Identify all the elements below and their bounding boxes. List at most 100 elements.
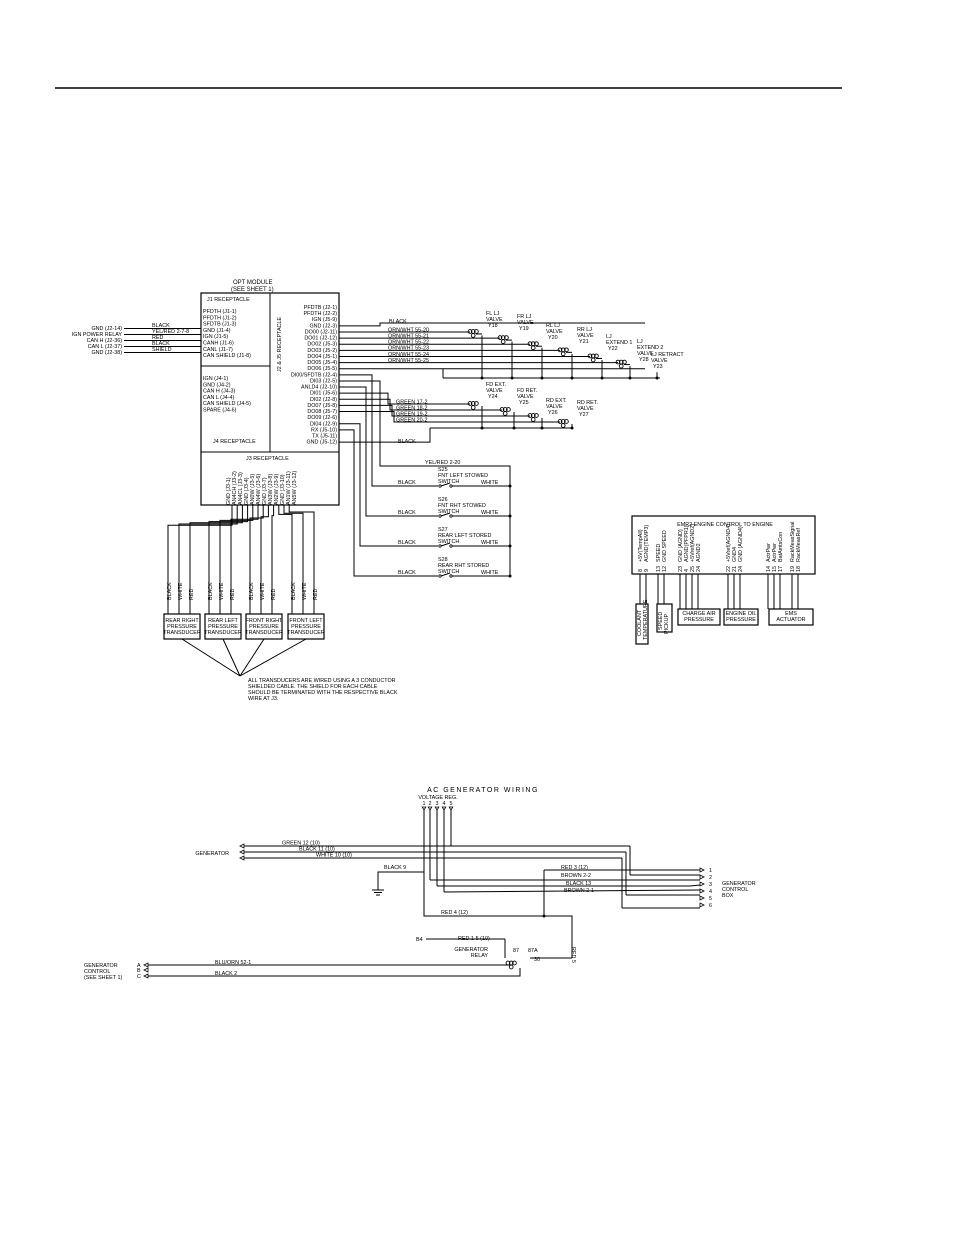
j2j5-pin-label: DO00 (J2-11) [305,329,337,335]
note-leader [239,638,265,677]
emr-box [631,515,816,575]
valve-id: Y20 [548,335,558,341]
transducer-wire [278,505,293,614]
gcb-pin: 4 [709,889,712,895]
transducer-wire-label: RED [230,589,236,600]
j3-pin-label: AN4CH (J3-2) [232,471,238,505]
transducer-wire-label: WHITE [219,582,225,600]
switch-contact-icon [438,484,442,488]
gcb-pin: 5 [709,896,712,902]
ext-valve-wire [339,398,502,411]
transducer-type: TRANSDUCER [163,630,201,636]
emr-pin-label: GND SPEED [662,530,668,562]
switch-contact-icon [438,574,442,578]
valve-name: RL LJ [546,323,560,329]
connector-pin-icon [699,874,705,880]
j3-pin-label: AN4CL (J3-3) [238,472,244,505]
coil-loop [560,423,566,428]
emr-pin-number: 24 [696,566,702,572]
j4-pin-label: CAN H (J4-3) [203,389,236,395]
transducer-wire-label: BLACK [208,582,214,600]
coil-loop [564,419,569,424]
emr-pin-number: 14 [766,566,772,572]
j1-external-label: GND (J2-14) [91,326,122,332]
coil-loop [622,359,627,365]
emr-pin-number: 12 [662,566,668,572]
sensor-type: PRESSURE [726,617,756,623]
control-pin: A [137,963,141,969]
j1-pin-label: PFDTH (J1-2) [203,315,237,321]
junction-dot [508,544,512,548]
coil-loop [470,333,476,338]
ac-title: AC GENERATOR WIRING [427,787,539,794]
transducer-wire [283,505,304,614]
valve-wire-label: ORN/WHT 55-22 [388,340,429,346]
blu-orn-label: BLU/ORN 52-1 [215,960,251,966]
emr-pin-label: RackMeasRef [796,528,802,562]
j2j5-pin-label: GND (J2-3) [309,323,337,329]
coil-loop [527,413,533,418]
junction-dot [508,484,512,488]
j4-pin-label: CAN L (J4-4) [203,395,234,401]
voltage-reg-pin: 4 [443,801,446,807]
control-pin: B [137,968,141,974]
coil-loop [618,363,624,369]
emr-pin-label: +5Vref(AGND2) [690,524,696,562]
connector-pin-icon [699,867,705,873]
transducer-type: PRESSURE [249,624,279,630]
emr-pin-label: GND (AGND4) [738,526,744,562]
solenoid-coil-icon [527,413,539,422]
sensor-name: ENGINE OIL [726,611,757,617]
transducer-wire-label: BLACK [291,582,297,600]
switch-wire-left: BLACK [398,540,416,546]
generator-label: GENERATOR [195,851,229,857]
valve-name: LJ RETRACT [651,352,684,358]
relay-label: RELAY [471,953,489,959]
valve-ground-wire [339,322,465,327]
valve-type: VALVE [637,351,654,357]
valve-wire-label: ORN/WHT 55-23 [388,346,429,352]
transducer-note-1: ALL TRANSDUCERS ARE WIRED USING A 3 COND… [248,678,396,684]
emr-pin-number: 23 [678,566,684,572]
connector-pin-icon [699,902,705,908]
j3-pin-label: AN4W (J3-6) [256,474,262,505]
solenoid-coil-icon [587,353,599,363]
switch-wire [339,423,438,547]
switch-name: REAR LEFT STORED [438,533,492,539]
transducer-wire [271,505,275,614]
j2j5-pin-label: RX (J5-10) [311,427,337,433]
valve-id: Y23 [653,364,663,370]
valve-wire-label: ORN/WHT 55-20 [388,327,429,333]
j2j5-pin-label: DO04 (J5-1) [307,354,337,360]
solenoid-coil-icon [467,329,479,338]
emr-pin-number: 25 [690,566,696,572]
transducer-name: REAR RIGHT [165,618,199,624]
coil-loop [474,329,479,334]
j4-pin-label: CAN SHIELD (J4-5) [203,401,251,407]
sensor-name: COOLANT [637,609,643,636]
j2j5-pin-label: DO06 (J5-5) [307,366,337,372]
transducer-wire [167,505,233,614]
connector-pin-icon [441,806,447,811]
j3-pin-label: AN1W (J3-11) [286,471,292,505]
transducer-type: TRANSDUCER [287,630,325,636]
emr-pin-label: BatAmtsCon [778,532,784,562]
valve-type: EXTEND 2 [637,345,663,351]
voltage-reg-pin: 5 [450,801,453,807]
gcb-pin: 3 [709,882,712,888]
solenoid-coil-icon [527,341,539,351]
transducer-note-3: SHOULD BE TERMINATED WITH THE RESPECTIVE… [248,690,398,696]
transducer-type: PRESSURE [167,624,197,630]
voltage-reg-pin: 2 [429,801,432,807]
black2-label: BLACK 2 [215,971,237,977]
ext-valve-wire-label: GREEN 19-2 [396,411,427,417]
connector-pin-icon [448,806,454,811]
emr-sensor-box [635,603,649,645]
switch-wire [339,374,438,487]
emr-sensor-box [723,608,759,626]
emr-pin-label: RackMeasSignal [790,522,796,562]
transducer-wire [189,505,243,614]
valve-id: Y26 [548,410,558,416]
